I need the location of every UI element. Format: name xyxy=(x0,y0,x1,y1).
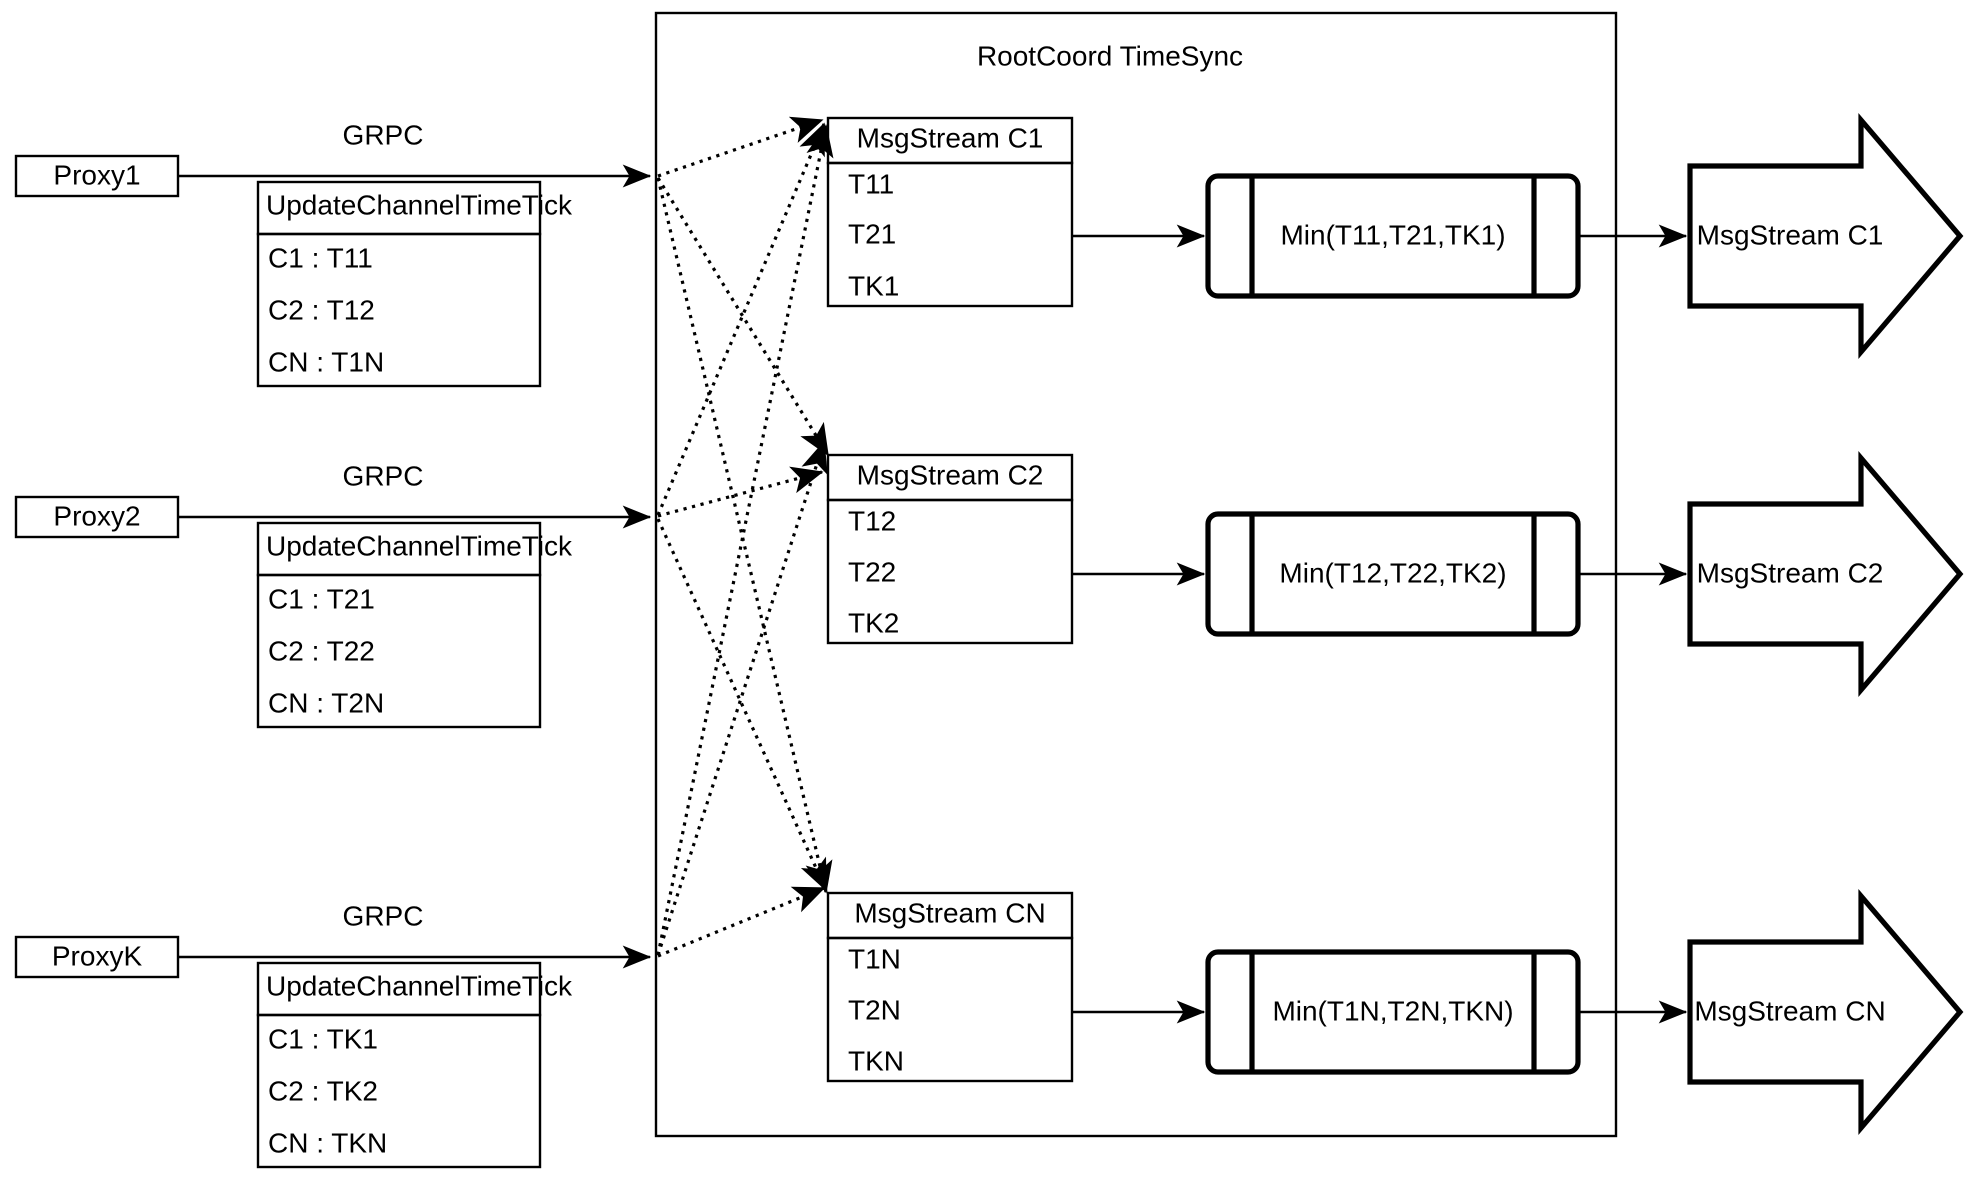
output-label-2: MsgStream C2 xyxy=(1697,557,1884,588)
rpc-entry-1-1: C2 : T12 xyxy=(268,294,375,325)
msgstream-tick-1-2: TK1 xyxy=(848,270,899,301)
msgstream-tick-2-1: T22 xyxy=(848,556,896,587)
msgstream-body-3 xyxy=(826,936,1074,1083)
msgstream-title-1: MsgStream C1 xyxy=(857,122,1044,153)
msgstream-body-2 xyxy=(826,498,1074,645)
msgstream-tick-3-2: TKN xyxy=(848,1045,904,1076)
rpc-entry-1-2: CN : T1N xyxy=(268,346,384,377)
msgstream-title-2: MsgStream C2 xyxy=(857,459,1044,490)
fanout-edge-pk-c2 xyxy=(656,440,828,956)
rpc-entry-2-1: C2 : T22 xyxy=(268,635,375,666)
fanout-edge-p1-cn xyxy=(656,177,833,894)
rpc-entry-3-0: C1 : TK1 xyxy=(268,1023,378,1054)
proxy-label-2: Proxy2 xyxy=(53,500,140,531)
min-label-1: Min(T11,T21,TK1) xyxy=(1280,219,1505,250)
msgstream-tick-1-1: T21 xyxy=(848,218,896,249)
msgstream-tick-3-1: T2N xyxy=(848,994,901,1025)
min-process-2: Min(T12,T22,TK2) xyxy=(1205,511,1581,637)
fanout-edge-p2-c2 xyxy=(657,466,824,518)
timetick-fanout-edges xyxy=(656,116,834,958)
msgstream-tick-3-0: T1N xyxy=(848,943,901,974)
rpc-title-3: UpdateChannelTimeTick xyxy=(266,970,573,1001)
rpc-title-1: UpdateChannelTimeTick xyxy=(266,189,573,220)
proxy-label-3: ProxyK xyxy=(52,940,143,971)
output-block-arrow-3: MsgStream CN xyxy=(1687,888,1964,1136)
grpc-link-label-1: GRPC xyxy=(343,119,424,150)
min-label-3: Min(T1N,T2N,TKN) xyxy=(1272,995,1513,1026)
fanout-edge-pk-cn xyxy=(657,886,826,958)
output-block-arrow-1: MsgStream C1 xyxy=(1687,112,1964,360)
proxy-label-1: Proxy1 xyxy=(53,159,140,190)
min-label-2: Min(T12,T22,TK2) xyxy=(1279,557,1506,588)
fanout-edge-p2-cn xyxy=(656,518,828,892)
rpc-entry-3-2: CN : TKN xyxy=(268,1127,387,1158)
rpc-entry-2-0: C1 : T21 xyxy=(268,583,375,614)
output-label-3: MsgStream CN xyxy=(1694,995,1885,1026)
rpc-body-1 xyxy=(256,232,542,388)
msgstream-body-1 xyxy=(826,161,1074,308)
output-label-1: MsgStream C1 xyxy=(1697,219,1884,250)
rpc-entry-2-2: CN : T2N xyxy=(268,687,384,718)
rpc-body-3 xyxy=(256,1013,542,1169)
output-block-arrow-2: MsgStream C2 xyxy=(1687,450,1964,698)
fanout-edge-p2-c1 xyxy=(656,122,826,516)
fanout-edge-p1-c2 xyxy=(656,177,830,457)
fanout-edge-p1-c1 xyxy=(657,116,824,178)
msgstream-tick-2-0: T12 xyxy=(848,505,896,536)
msgstream-tick-1-0: T11 xyxy=(848,168,894,199)
min-process-1: Min(T11,T21,TK1) xyxy=(1205,173,1581,299)
min-process-3: Min(T1N,T2N,TKN) xyxy=(1205,949,1581,1075)
msgstream-tick-2-2: TK2 xyxy=(848,607,899,638)
rootcoord-title: RootCoord TimeSync xyxy=(977,40,1243,71)
rpc-title-2: UpdateChannelTimeTick xyxy=(266,530,573,561)
rpc-entry-3-1: C2 : TK2 xyxy=(268,1075,378,1106)
rpc-entry-1-0: C1 : T11 xyxy=(268,242,373,273)
grpc-link-label-2: GRPC xyxy=(343,460,424,491)
msgstream-title-3: MsgStream CN xyxy=(854,897,1045,928)
rpc-body-2 xyxy=(256,573,542,729)
grpc-link-label-3: GRPC xyxy=(343,900,424,931)
fanout-edge-pk-c1 xyxy=(656,124,834,956)
